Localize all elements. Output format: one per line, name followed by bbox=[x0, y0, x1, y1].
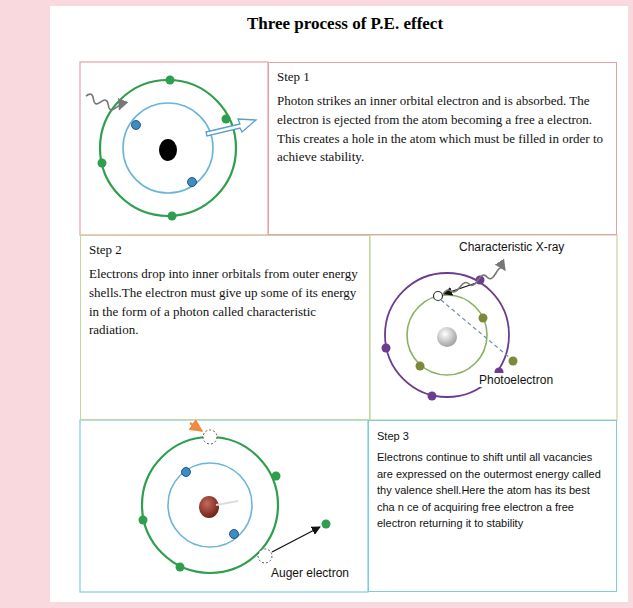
callout-label: Characteristic X-ray bbox=[458, 240, 565, 254]
callout-label: Auger electron bbox=[270, 566, 350, 580]
step-description: Electrons drop into inner orbitals from … bbox=[89, 265, 361, 340]
step-heading: Step 3 bbox=[377, 429, 608, 443]
atom-step1 bbox=[85, 76, 256, 221]
callout-label: Photoelectron bbox=[478, 373, 554, 387]
step-heading: Step 2 bbox=[89, 242, 361, 259]
diagram-title: Three process of P.E. effect bbox=[247, 14, 443, 34]
cell-border bbox=[80, 62, 268, 235]
step-description: Electrons continue to shift until all va… bbox=[377, 449, 608, 532]
atom-step3 bbox=[139, 423, 331, 573]
cell-border bbox=[370, 235, 617, 420]
step-box: Step 3 Electrons continue to shift until … bbox=[368, 420, 617, 592]
step-description: Photon strikes an inner orbital electron… bbox=[277, 92, 608, 167]
step-box: Step 2 Electrons drop into inner orbitals… bbox=[80, 235, 370, 420]
cell-border bbox=[80, 420, 368, 592]
step-box: Step 1 Photon strikes an inner orbital el… bbox=[268, 62, 617, 235]
step-heading: Step 1 bbox=[277, 69, 608, 86]
